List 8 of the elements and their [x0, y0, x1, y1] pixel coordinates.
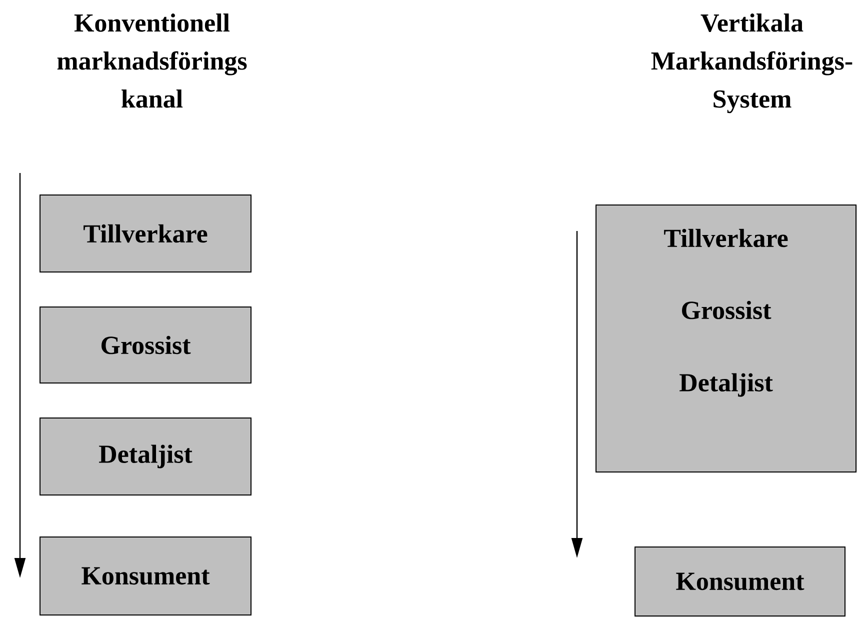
stage-box: Tillverkare	[40, 194, 252, 272]
stage-box: Detaljist	[40, 417, 252, 496]
stage-box: Konsument	[40, 536, 252, 616]
column-heading: Vertikala Markandsförings- System	[651, 14, 852, 114]
column-heading: Konventionell marknadsförings kanal	[57, 14, 247, 108]
stage-box: Tillverkare Grossist Detaljist	[596, 204, 856, 472]
stage-box: Grossist	[40, 306, 252, 384]
stage-box: Konsument	[634, 546, 846, 616]
